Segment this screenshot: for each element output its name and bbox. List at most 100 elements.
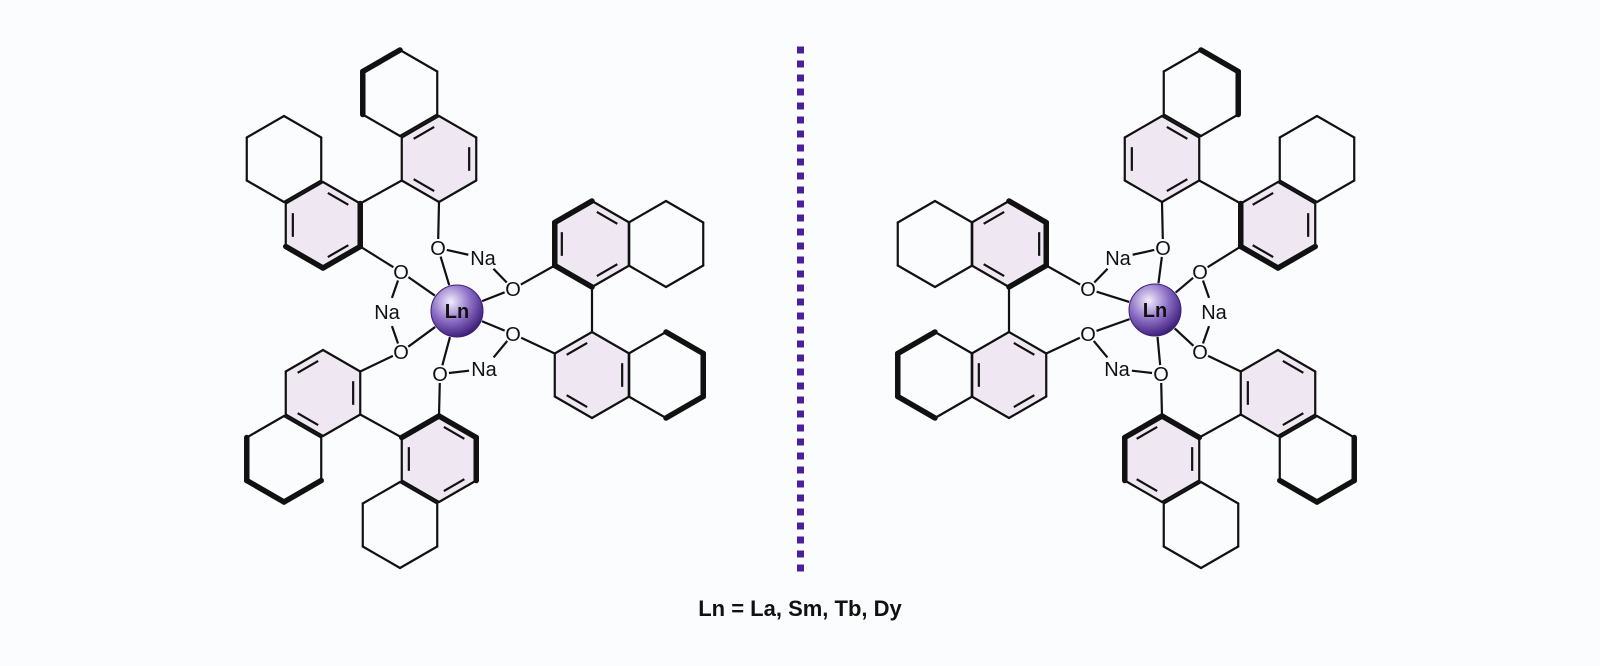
ring-bond: [1276, 180, 1317, 205]
aromatic-ring: [1122, 413, 1202, 504]
ring-bond: [284, 413, 325, 438]
ring-bond: [970, 395, 1011, 420]
aromatic-ring: [1239, 348, 1317, 438]
bond: [1198, 413, 1242, 439]
ring-bond: [282, 414, 323, 439]
oxygen-label: O: [1192, 342, 1208, 364]
ring-bond: [933, 199, 974, 224]
bond: [1092, 340, 1109, 359]
double-bond-inner-line: [1136, 426, 1158, 440]
aromatic-ring-fill: [285, 350, 361, 436]
aromatic-ring-fill: [401, 416, 477, 502]
ring-bond: [361, 113, 402, 138]
divider-dot: [797, 410, 804, 418]
divider-dot: [797, 536, 804, 544]
aromatic-ring-fill: [1240, 182, 1316, 268]
wedge-bond: [552, 262, 595, 290]
wedge-bond: [663, 329, 706, 357]
ring-bond: [627, 330, 668, 355]
divider-dot: [797, 284, 804, 292]
double-bond-inner-line: [1136, 478, 1158, 492]
wedge-bond: [360, 47, 403, 75]
ring-bond: [1278, 114, 1319, 139]
divider-dot: [797, 508, 804, 516]
saturated-ring: [895, 329, 974, 421]
oxygen-label: O: [430, 238, 446, 260]
divider-dot: [797, 466, 804, 474]
oxygen-label: O: [1080, 324, 1096, 346]
divider-dot: [797, 256, 804, 264]
double-bond-inner-line: [983, 211, 1005, 225]
bond: [390, 280, 400, 299]
double-bond-inner-line: [1166, 126, 1188, 140]
bond: [1207, 354, 1242, 373]
bond: [407, 276, 436, 297]
oxygen-label: O: [505, 279, 521, 301]
oxygen-label: O: [1155, 238, 1171, 260]
ring-bond: [1315, 414, 1356, 439]
ring-bond: [1199, 480, 1240, 505]
saturated-ring: [1277, 414, 1357, 505]
wedge-bond: [1122, 413, 1165, 441]
aromatic-ring-fill: [554, 201, 630, 287]
divider-dot: [797, 200, 804, 208]
ring-bond: [1199, 113, 1240, 138]
double-bond-inner-line: [1013, 394, 1035, 408]
aromatic-ring: [970, 198, 1049, 290]
mirror-divider-dotted-line: [797, 46, 804, 572]
ring-bond: [1239, 413, 1280, 438]
saturated-ring: [1162, 47, 1241, 138]
wedge-bond: [281, 477, 324, 505]
ring-bond: [1160, 114, 1201, 139]
ring-bond: [361, 480, 402, 505]
bond: [359, 413, 403, 439]
double-bond-inner-line: [983, 263, 1005, 277]
wedge-bond: [436, 413, 479, 441]
divider-dot: [797, 354, 804, 362]
double-bond-inner-line: [443, 426, 465, 440]
ring-bond: [245, 114, 286, 139]
divider-dot: [797, 396, 804, 404]
saturated-ring: [896, 199, 974, 289]
ring-bond: [664, 264, 705, 289]
double-bond-inner-line: [297, 412, 319, 426]
aromatic-ring-fill: [971, 201, 1047, 287]
divider-dot: [797, 102, 804, 110]
ring-bond: [282, 179, 323, 204]
ring-bond: [398, 480, 439, 505]
metal-label: Ln: [445, 301, 469, 323]
ring-bond: [896, 264, 937, 289]
wedge-bond: [1277, 477, 1320, 505]
oxygen-label: O: [393, 342, 409, 364]
ring-bond: [398, 545, 439, 570]
divider-dot: [797, 116, 804, 124]
ring-bond: [933, 264, 974, 289]
aromatic-ring: [1238, 180, 1318, 271]
sodium-label: Na: [470, 248, 496, 270]
aromatic-ring-fill: [285, 182, 361, 268]
metal-label: Ln: [1143, 300, 1167, 322]
ring-bond: [321, 180, 362, 205]
bond: [492, 340, 509, 359]
bond: [359, 179, 403, 205]
divider-dot: [797, 130, 804, 138]
ring-bond: [400, 114, 441, 139]
bond: [1198, 179, 1242, 205]
saturated-ring: [1278, 114, 1356, 204]
bond: [1132, 248, 1155, 256]
ring-bond: [664, 199, 705, 224]
bond: [520, 336, 556, 355]
ring-bond: [1239, 180, 1280, 205]
ring-bond: [1162, 480, 1203, 505]
bond: [1045, 264, 1081, 286]
sodium-label: Na: [374, 302, 400, 324]
bond: [1201, 325, 1211, 344]
ring-bond: [1278, 414, 1319, 439]
wedge-bond: [895, 393, 938, 421]
bond: [437, 382, 441, 417]
ring-bond: [627, 395, 668, 420]
ring-bond: [970, 330, 1011, 355]
ring-bond: [553, 395, 594, 420]
divider-dot: [797, 382, 804, 390]
